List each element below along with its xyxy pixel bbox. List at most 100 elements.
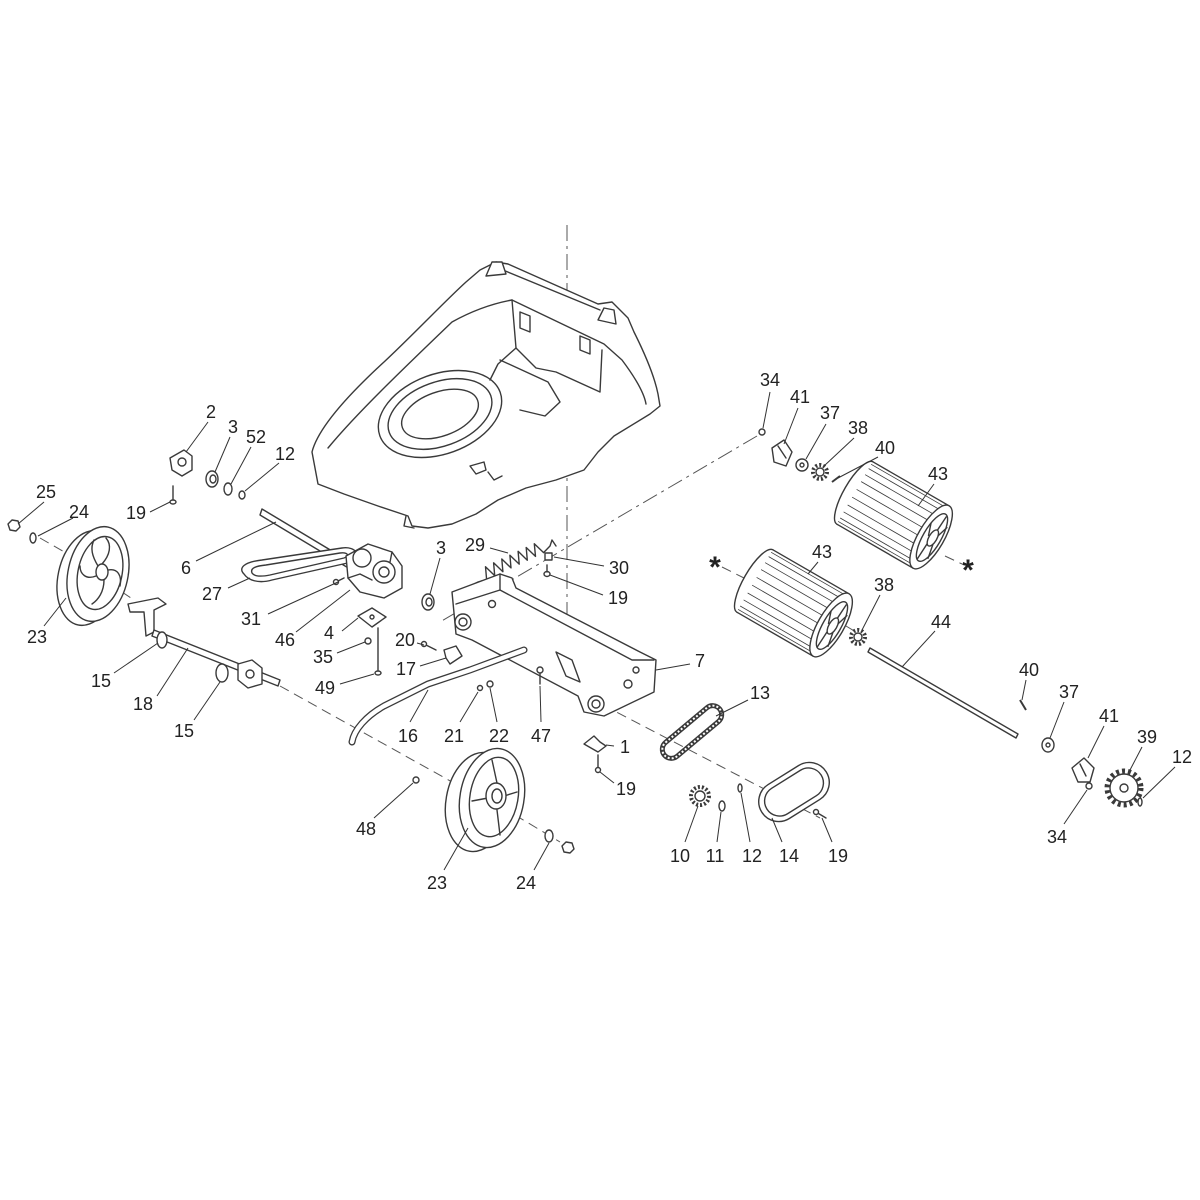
leader-line: [193, 681, 221, 721]
adjust-frame: [451, 573, 657, 717]
leader-line: [341, 617, 359, 632]
leader-line: [599, 771, 615, 784]
leader-line: [43, 597, 67, 627]
callout-label: 17: [396, 659, 416, 679]
asterisk-marker: *: [709, 551, 721, 584]
asterisk-marker: *: [962, 554, 974, 587]
leader-line: [807, 561, 819, 575]
callout-label: 40: [875, 438, 895, 458]
height-rod: [348, 646, 528, 746]
sprocket-10: [689, 785, 711, 807]
leader-line: [185, 421, 209, 453]
leader-line: [821, 817, 833, 843]
leader-line: [443, 827, 469, 871]
leader-line: [230, 446, 252, 485]
callout-label: 20: [395, 630, 415, 650]
leader-line: [1021, 679, 1027, 701]
gear-38-upper: [811, 463, 829, 481]
leader-line: [195, 521, 277, 562]
callout-label: 2: [206, 402, 216, 422]
leader-line: [17, 501, 45, 525]
screw-30: [544, 552, 553, 561]
washer-37-upper: [795, 458, 809, 472]
nut-front: [561, 841, 575, 854]
screw-47: [536, 666, 544, 685]
callout-label: 34: [760, 370, 780, 390]
callout-label: 15: [91, 671, 111, 691]
pin-48: [412, 776, 420, 784]
screw-19-spring: [543, 564, 551, 578]
leader-line: [113, 642, 159, 674]
leader-line: [823, 437, 855, 467]
bearing-right: [421, 593, 435, 611]
leader-line: [740, 792, 751, 843]
leader-line: [762, 391, 771, 429]
callout-label: 23: [427, 873, 447, 893]
callout-label: 35: [313, 647, 333, 667]
leader-line: [549, 574, 604, 596]
callout-label: 43: [928, 464, 948, 484]
callout-label: 10: [670, 846, 690, 866]
leader-line: [489, 687, 498, 723]
callout-label: 43: [812, 542, 832, 562]
pin-40-lower: [1019, 699, 1027, 711]
mount-plate: [357, 607, 387, 628]
handle-bracket-right: [597, 307, 617, 325]
leader-line: [489, 547, 509, 554]
washer-left: [29, 532, 37, 544]
callout-label: 24: [516, 873, 536, 893]
callout-label: 38: [848, 418, 868, 438]
callout-label: 15: [174, 721, 194, 741]
leader-line: [805, 423, 827, 460]
tension-spring: [461, 539, 557, 591]
callout-label: 16: [398, 726, 418, 746]
leader-line: [244, 462, 280, 492]
leader-line: [339, 673, 375, 685]
washer-11: [718, 800, 726, 812]
callout-label: 34: [1047, 827, 1067, 847]
leader-line: [715, 699, 749, 717]
sprocket-39: [1104, 768, 1144, 808]
callout-label: 41: [1099, 706, 1119, 726]
callout-label: 39: [1137, 727, 1157, 747]
washer-37-lower: [1041, 737, 1055, 753]
callout-label: 14: [779, 846, 799, 866]
leader-line: [295, 589, 351, 633]
callout-label: 22: [489, 726, 509, 746]
leader-line: [419, 657, 447, 667]
callout-label: 21: [444, 726, 464, 746]
leader-line: [917, 483, 935, 507]
leader-line: [267, 581, 339, 615]
roller-bearing-lower: [1071, 757, 1095, 783]
leader-line: [149, 501, 171, 513]
callout-label: 7: [695, 651, 705, 671]
leader-line: [539, 685, 542, 723]
leader-line: [837, 456, 879, 479]
leader-line: [373, 782, 414, 819]
chain-cover: [758, 761, 830, 823]
leader-line: [1129, 746, 1143, 771]
callout-label: 18: [133, 694, 153, 714]
callout-label: 3: [228, 417, 238, 437]
leader-line: [605, 744, 615, 747]
leader-line: [901, 630, 936, 668]
bushing-a: [156, 631, 168, 649]
callout-label: 29: [465, 535, 485, 555]
callout-label: 38: [874, 575, 894, 595]
roller-axle: [867, 647, 1019, 739]
clip-12: [737, 783, 743, 793]
callout-label: 44: [931, 612, 951, 632]
callout-label: 19: [828, 846, 848, 866]
leader-line: [214, 436, 231, 473]
axle-bracket: [169, 449, 193, 477]
lever-bracket: [443, 645, 463, 665]
leader-line: [533, 842, 550, 871]
leader-line: [459, 691, 479, 723]
callout-label: 41: [790, 387, 810, 407]
clip-left: [238, 490, 246, 500]
callout-label: 48: [356, 819, 376, 839]
handle-bracket-left: [485, 261, 507, 277]
drive-chain: [659, 703, 725, 761]
